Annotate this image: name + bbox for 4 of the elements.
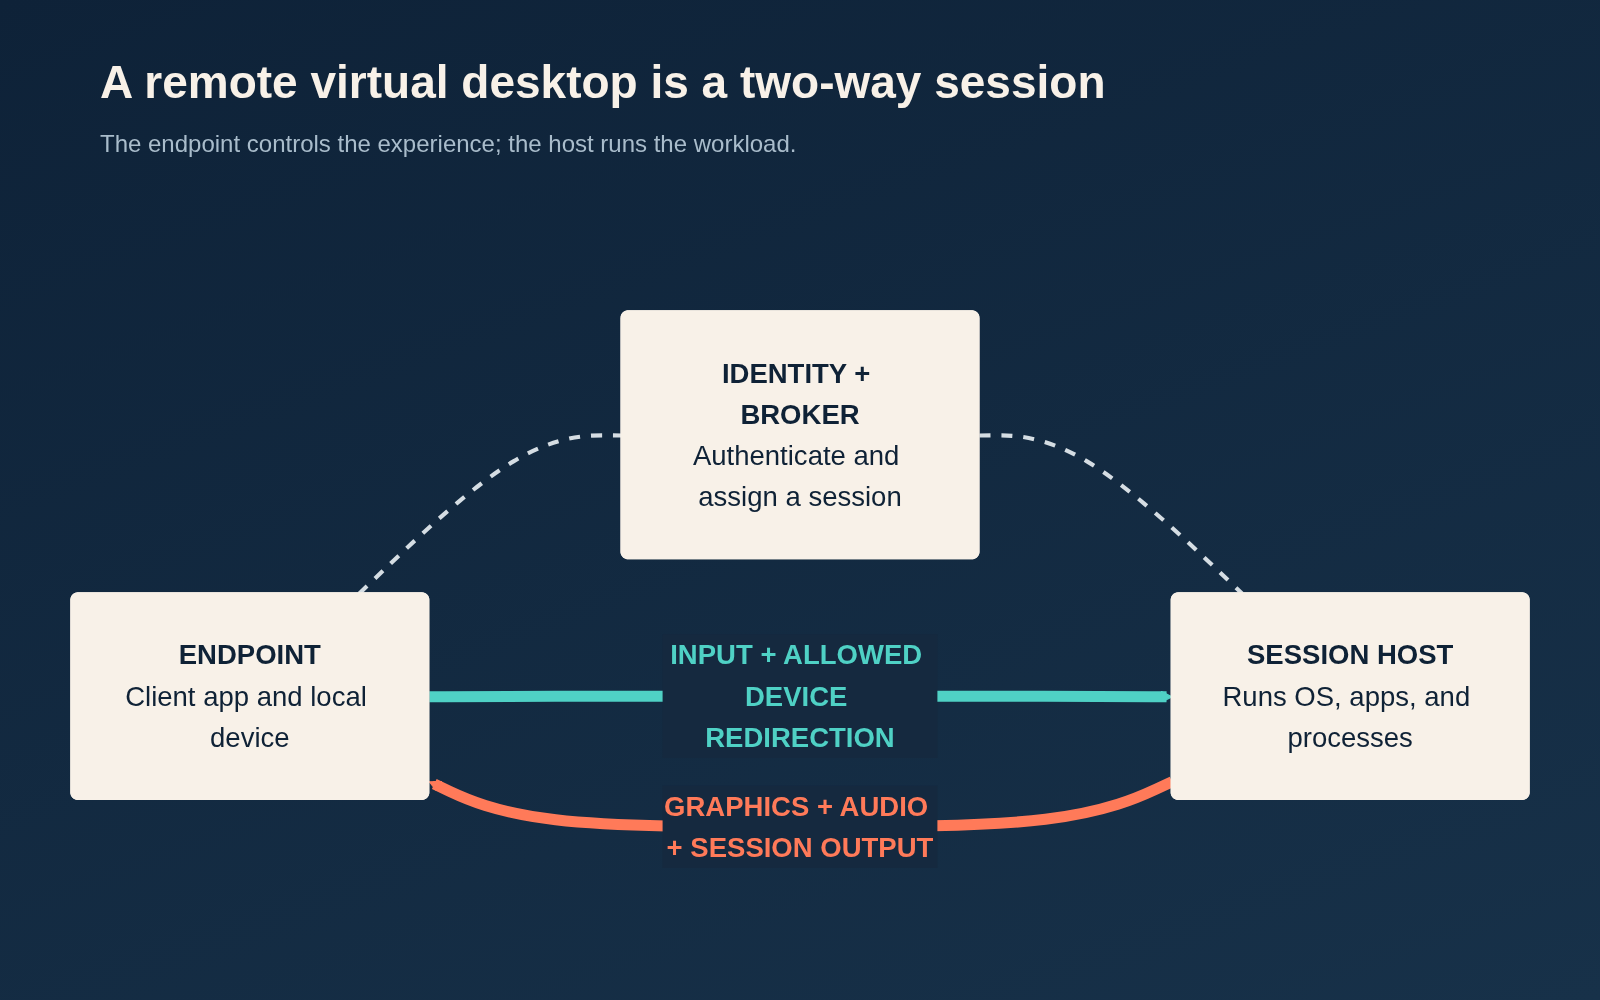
- caption: The endpoint controls the experience; the host runs the workload.: [100, 130, 797, 158]
- edge-label: INPUT + ALLOWED DEVICE REDIRECTION: [670, 640, 923, 753]
- edge-label: GRAPHICS + AUDIO + SESSION OUTPUT: [664, 791, 934, 864]
- title: A remote virtual desktop is a two-way session: [100, 55, 1106, 109]
